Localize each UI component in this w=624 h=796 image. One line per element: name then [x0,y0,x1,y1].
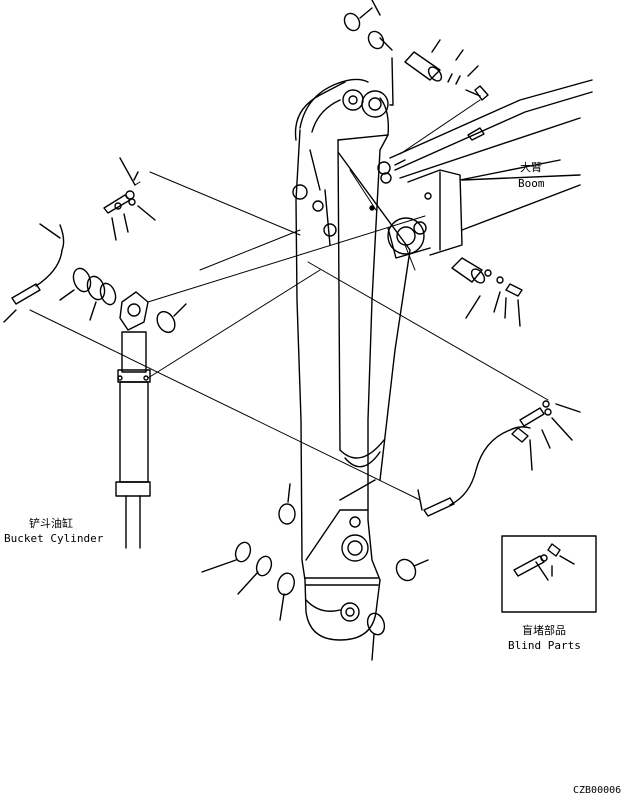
arm [292,78,411,641]
boom-label-cn: 大臂 [520,161,542,174]
grease-hose-right [417,400,581,517]
blind-parts-box [501,535,597,613]
grease-hose-left [35,223,65,287]
top-pin-group [343,0,489,106]
boom [377,79,593,259]
construction-lines [29,99,549,501]
drawing-code: CZB00006 [573,785,622,796]
mid-pin-group [451,257,523,327]
bucket-cylinder [3,267,187,549]
bucket-cylinder-label-en: Bucket Cylinder [4,532,104,545]
left-pin-group [103,157,156,241]
loose-seals [201,483,429,661]
blind-parts-label-cn: 盲堵部品 [522,624,566,637]
bucket-cylinder-label-cn: 铲斗油缸 [29,517,73,530]
boom-label-en: Boom [518,177,545,190]
blind-parts-label-en: Blind Parts [508,639,581,652]
